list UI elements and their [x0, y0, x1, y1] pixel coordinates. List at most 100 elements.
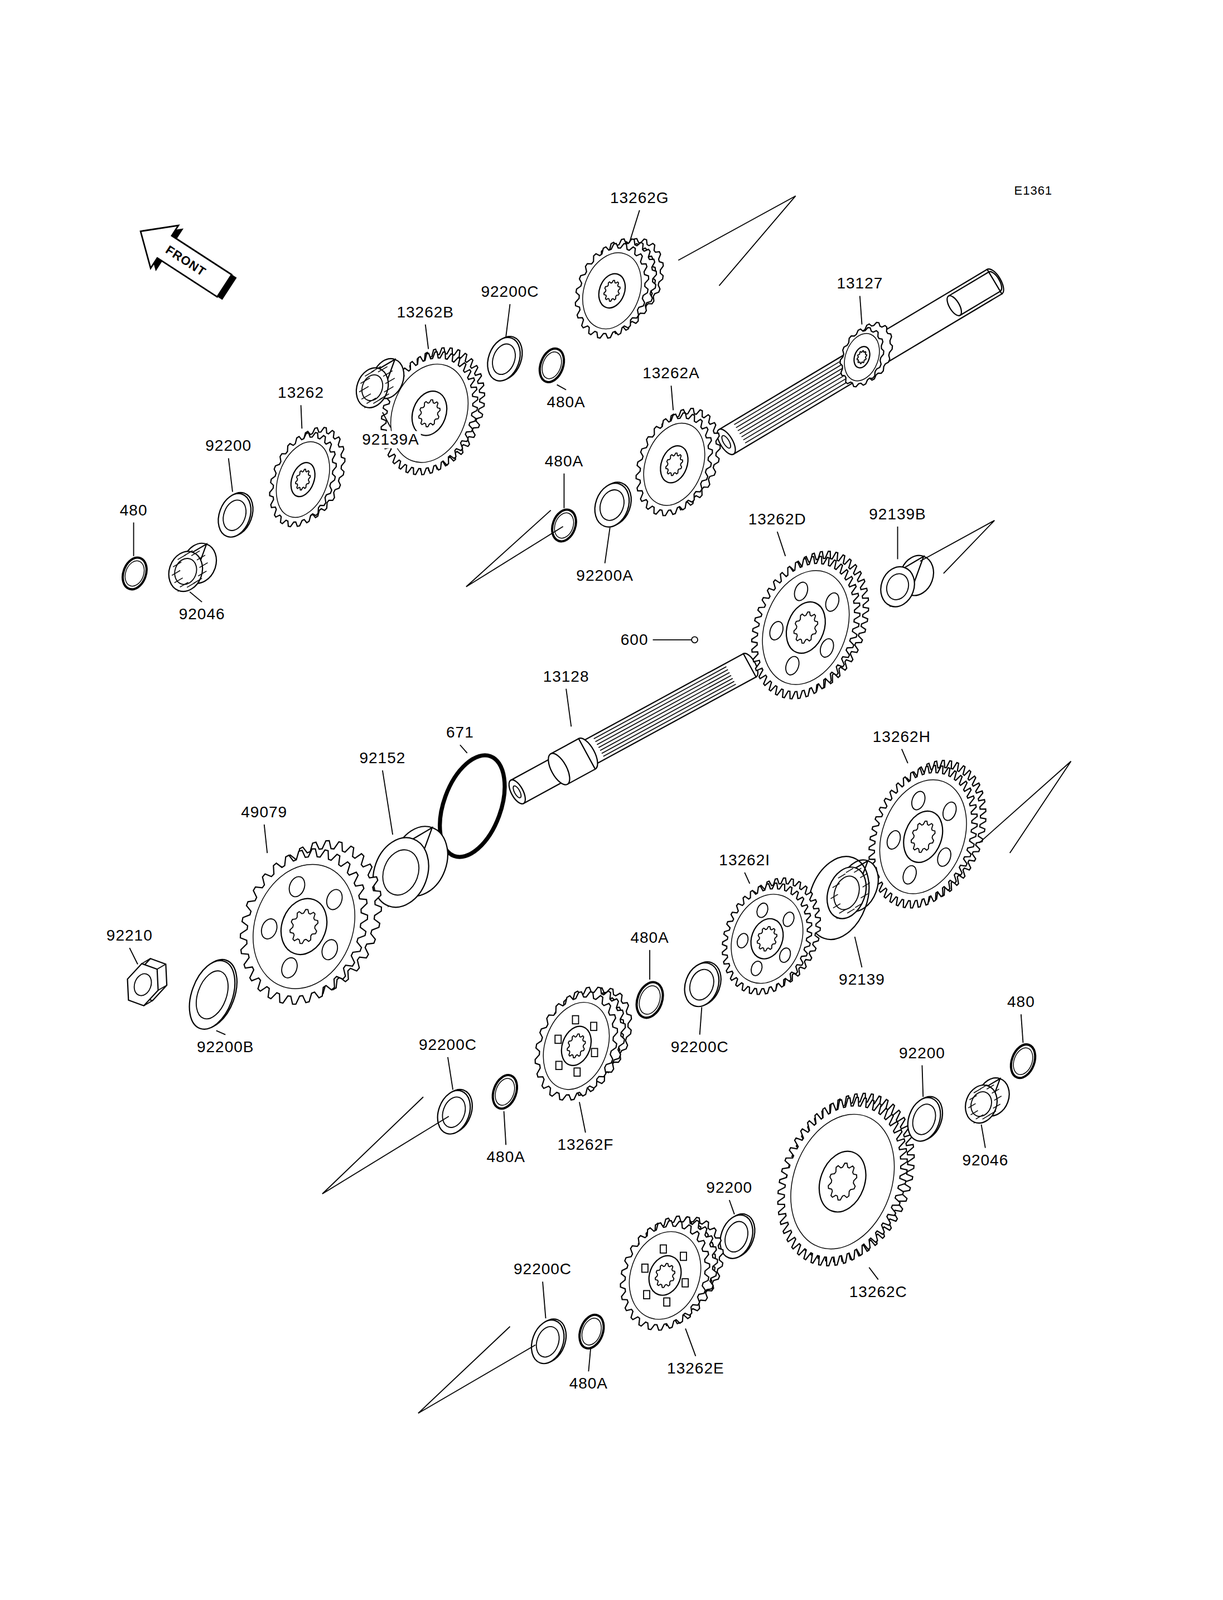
leader-line: [133, 522, 135, 557]
leader-line: [868, 1267, 878, 1280]
callout-number: 92046: [960, 1151, 1010, 1169]
roller: [184, 550, 193, 556]
nut-face: [127, 963, 159, 1006]
gear: [719, 877, 821, 995]
callout-number: 480: [118, 501, 150, 519]
callout-number: 13262A: [640, 364, 702, 383]
roller: [838, 873, 846, 878]
gear-outline: [839, 327, 884, 387]
part-outline: [777, 946, 792, 964]
guide-line: [920, 520, 995, 574]
part-outline: [721, 1217, 752, 1255]
dog-tooth: [663, 1297, 670, 1307]
roller: [994, 1095, 1002, 1101]
callout-number: 480A: [484, 1148, 527, 1166]
roller: [993, 1103, 1001, 1109]
spline-bore: [794, 611, 819, 644]
gear-outline: [777, 1096, 908, 1266]
leader-line: [505, 303, 510, 337]
circlip: [548, 506, 581, 545]
circlip: [631, 978, 668, 1022]
part-outline: [350, 363, 394, 413]
spline-bore: [655, 1263, 675, 1288]
washer: [902, 1091, 949, 1145]
roller: [988, 1110, 997, 1115]
circlip: [535, 345, 569, 386]
part-outline: [438, 1093, 470, 1131]
roller: [854, 902, 863, 908]
washer: [180, 953, 246, 1036]
part-outline: [118, 554, 152, 593]
part-outline: [286, 458, 320, 500]
gear-outline: [751, 556, 860, 699]
leader-line: [189, 591, 202, 602]
dog-tooth: [591, 1047, 598, 1057]
roller: [969, 1095, 977, 1100]
roller: [196, 554, 206, 560]
leader-line: [921, 1065, 923, 1097]
callout-number: 49079: [239, 803, 289, 821]
callout-number: 13262: [276, 384, 326, 402]
gear: [747, 550, 869, 699]
part-outline: [883, 570, 913, 603]
callout-number: 13262C: [847, 1282, 910, 1300]
callout-number: 480A: [543, 452, 586, 470]
washer: [678, 956, 727, 1011]
spline-bore: [418, 399, 441, 427]
gear: [632, 408, 720, 516]
leader-line: [228, 457, 233, 492]
callout-number: 92200C: [511, 1260, 574, 1278]
callout-number: 92200A: [574, 566, 636, 584]
leader-line: [901, 748, 908, 764]
part-outline: [273, 891, 335, 961]
part-outline: [258, 916, 280, 941]
gear-outline: [868, 765, 978, 908]
spline-line: [736, 355, 857, 428]
callout-number: 13262I: [717, 851, 772, 869]
spline-bore: [289, 909, 318, 944]
part-outline: [1009, 1044, 1037, 1077]
part-outline: [884, 828, 903, 852]
callout-number: 480A: [567, 1374, 610, 1392]
leader-line: [504, 1110, 507, 1145]
leader-line: [729, 1199, 735, 1215]
leader-line: [460, 744, 468, 753]
spline-line: [737, 358, 859, 431]
spline-bore: [911, 820, 936, 853]
shaft-end: [944, 293, 965, 318]
dog-tooth: [641, 1263, 649, 1273]
roller: [384, 386, 394, 393]
roller: [846, 867, 854, 873]
part-outline: [791, 579, 810, 603]
bearing: [875, 550, 940, 612]
leader-line: [382, 770, 393, 835]
spline-line: [603, 683, 737, 756]
part-outline: [851, 344, 873, 370]
spline-bore: [665, 452, 683, 476]
shaft-end: [544, 750, 575, 789]
part-outline: [617, 1221, 713, 1329]
dog-tooth: [643, 1289, 650, 1299]
part-outline: [550, 509, 577, 541]
spline-bore: [757, 926, 777, 951]
part-outline: [685, 965, 718, 1004]
roller: [366, 397, 376, 404]
callout-number: 92200: [704, 1178, 754, 1197]
part-outline: [896, 805, 950, 868]
callout-number: 92200C: [417, 1036, 479, 1054]
dog-tooth: [660, 1244, 667, 1254]
leader-line: [216, 1030, 226, 1034]
roller: [361, 393, 371, 400]
part-outline: [823, 590, 841, 613]
guide-line: [979, 760, 1072, 853]
dog-tooth: [556, 1060, 563, 1070]
part-outline: [772, 1099, 913, 1264]
part-outline: [266, 434, 340, 525]
shaft-bore: [719, 433, 733, 449]
roller: [975, 1114, 984, 1119]
leader-line: [447, 1056, 453, 1090]
bearing: [163, 538, 222, 596]
callout-number: 92200B: [195, 1037, 256, 1056]
leader-dot: [691, 636, 698, 643]
part-outline: [747, 558, 865, 697]
